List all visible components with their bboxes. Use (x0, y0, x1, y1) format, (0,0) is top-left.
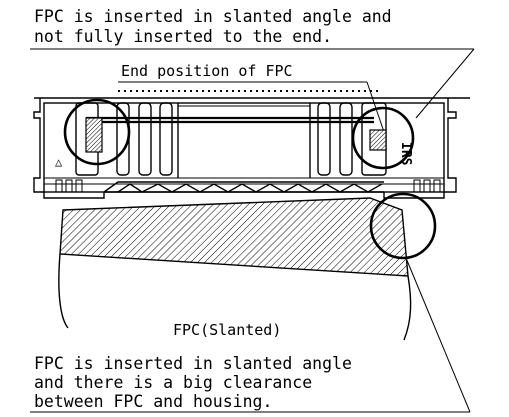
fpc-slanted (58, 197, 412, 341)
bottom-callout-line-2: and there is a big clearance (34, 373, 312, 392)
fpc-slanted-label: FPC(Slanted) (173, 321, 281, 339)
top-callout-leader (415, 48, 475, 119)
fpc-tab-left (85, 117, 103, 153)
highlight-circle-left (63, 98, 131, 166)
bottom-callout-line-1: FPC is inserted in slanted angle (34, 354, 352, 373)
polarity-mark: △ (55, 155, 63, 169)
highlight-circle-right (351, 106, 415, 170)
end-position-leader (366, 81, 385, 133)
end-position-label: End position of FPC (121, 62, 293, 80)
connector-housing: △ IRS (33, 90, 470, 199)
fpc-tab-right (369, 129, 387, 151)
housing-marking-irs: IRS (398, 142, 413, 166)
top-callout-line-2: not fully inserted to the end. (34, 27, 332, 46)
bottom-callout-line-3: between FPC and housing. (34, 392, 272, 411)
bottom-callout-leader (405, 257, 471, 413)
highlight-circle-bottom-right (369, 192, 437, 260)
top-callout-line-1: FPC is inserted in slanted angle and (34, 7, 392, 26)
